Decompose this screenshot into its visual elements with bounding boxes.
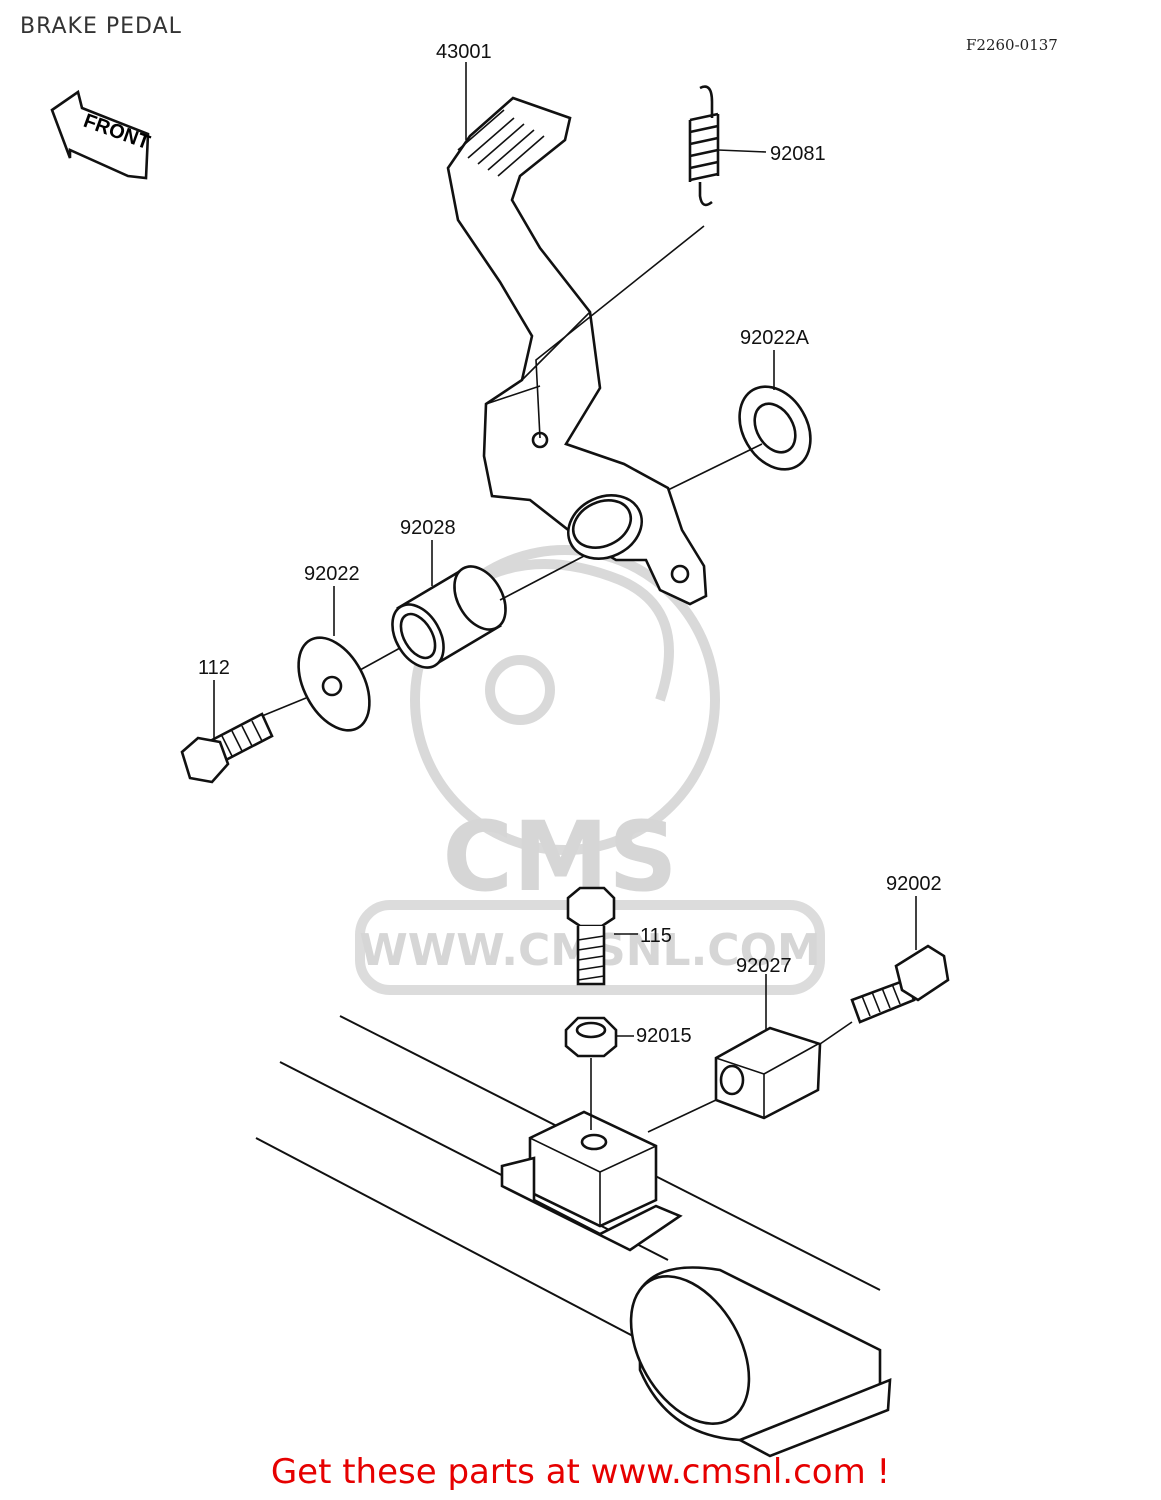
reference-code: F2260-0137 (966, 36, 1058, 54)
callout-92022: 92022 (304, 563, 360, 585)
callout-92002: 92002 (886, 873, 942, 895)
nut-part (564, 1016, 618, 1058)
block-part (714, 1026, 822, 1120)
watermark-logo: CMS (442, 801, 677, 913)
collar-part (391, 565, 507, 669)
callout-92028: 92028 (400, 517, 456, 539)
callout-92081: 92081 (770, 143, 826, 165)
diagram-title: BRAKE PEDAL (20, 14, 182, 39)
bolt-92002-part (850, 944, 950, 1024)
brake-pedal-part (446, 96, 708, 606)
callout-92015: 92015 (636, 1025, 692, 1047)
bolt-112-part (180, 712, 274, 784)
callout-43001: 43001 (436, 41, 492, 63)
front-arrow-icon: FRONT (50, 89, 153, 180)
callout-112: 112 (198, 657, 230, 679)
washer-92022-part (297, 636, 371, 732)
leader-lines (213, 62, 917, 1133)
washer-92022a-part (738, 385, 812, 471)
get-parts-link[interactable]: Get these parts at www.cmsnl.com ! (270, 1452, 891, 1492)
frame-part (255, 1015, 892, 1458)
bolt-115-part (566, 886, 616, 986)
callout-92022a: 92022A (740, 327, 810, 349)
callout-92027: 92027 (736, 955, 792, 977)
callout-115: 115 (640, 925, 672, 947)
spring-part (688, 85, 720, 207)
